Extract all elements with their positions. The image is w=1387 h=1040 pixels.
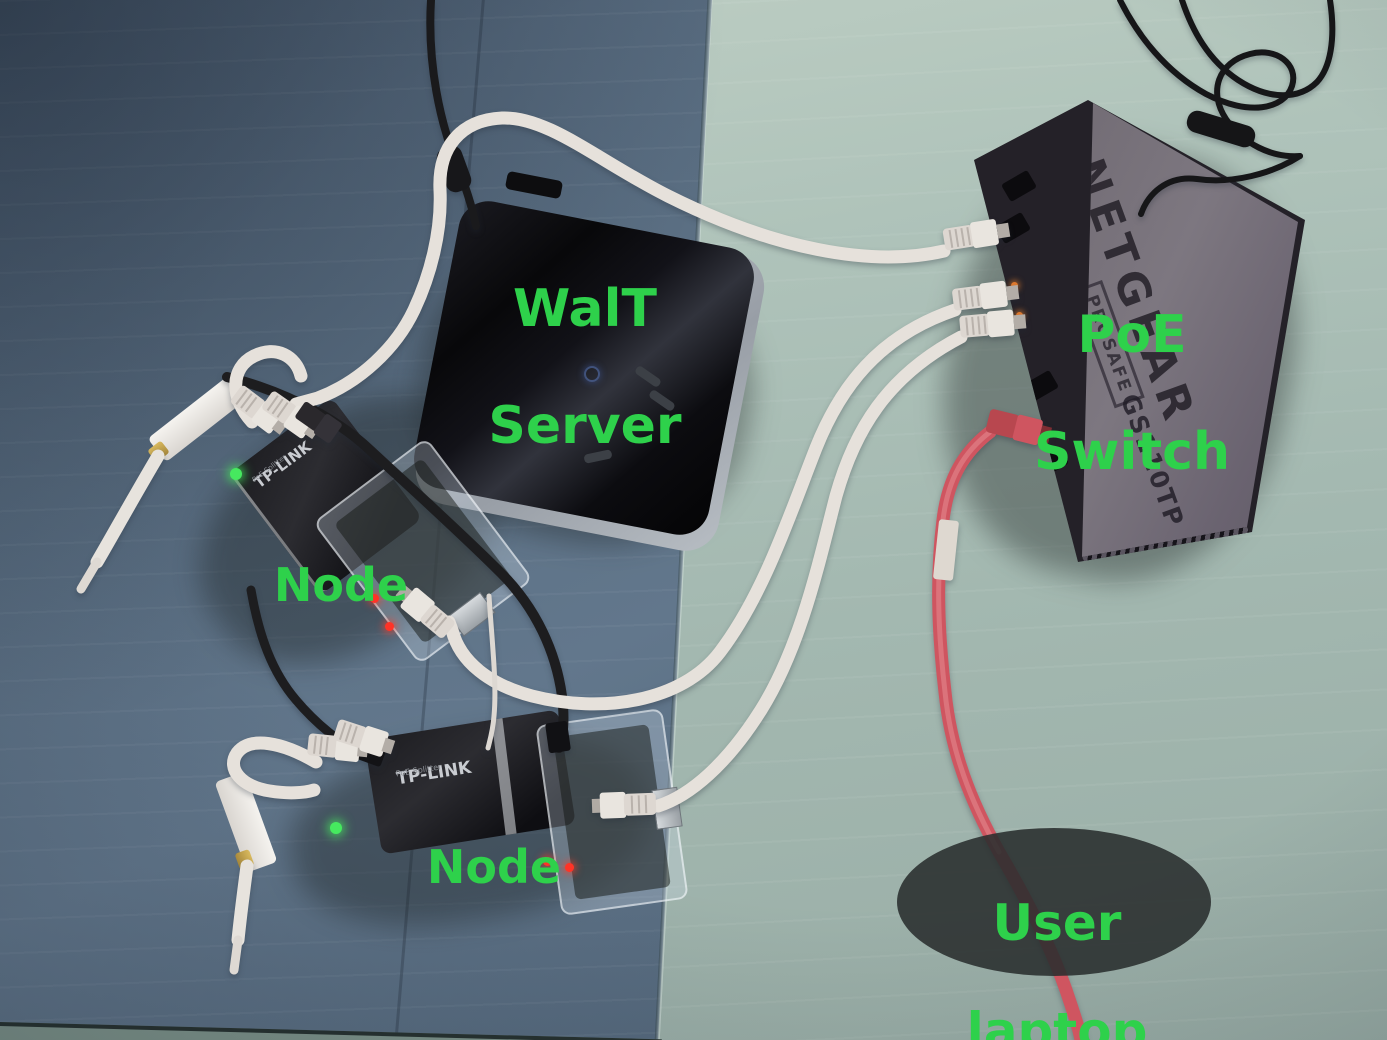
rj45-plug-dark (295, 401, 342, 443)
rj45-plug-white (959, 309, 1027, 338)
node2-status-led (330, 822, 342, 834)
node2-cable-loop (227, 736, 323, 800)
user-laptop-uplink-highlight (936, 429, 1002, 855)
node1-activity-led (385, 622, 394, 631)
node1-activity-led (370, 594, 379, 603)
label-node1: Node (273, 557, 409, 612)
node1-status-led (230, 468, 242, 480)
node2-activity-led (565, 863, 574, 872)
node1-antenna (76, 449, 165, 594)
server-power-led (584, 366, 600, 382)
thin-white-cable (485, 593, 498, 751)
label-node2: Node (426, 839, 562, 894)
rj45-plug-white (395, 584, 455, 638)
power-cord-tangle (1179, 0, 1336, 99)
rj45-plug-white (333, 719, 396, 757)
switch-to-node1-cable (442, 303, 962, 711)
switch-to-node2-cable (651, 330, 968, 813)
rj45-plug-white (952, 280, 1020, 311)
label-poe-switch: PoE Switch (1033, 305, 1230, 482)
rj45-plug-white (591, 791, 657, 819)
usb-plug (545, 721, 571, 753)
label-walt-server: WalT Server (488, 279, 682, 456)
node2-antenna (229, 859, 254, 975)
cable-label-wrap (933, 519, 959, 581)
power-cord-tangle (1138, 153, 1303, 217)
label-user-laptop: User laptop (966, 894, 1148, 1040)
node2-activity-led (543, 857, 552, 866)
rj45-plug-white (942, 219, 1011, 251)
power-cord-coil (1186, 110, 1256, 148)
user-laptop-ellipse (897, 828, 1211, 976)
switch-to-server-cable (289, 111, 951, 411)
rj45-plug-red (985, 409, 1053, 446)
